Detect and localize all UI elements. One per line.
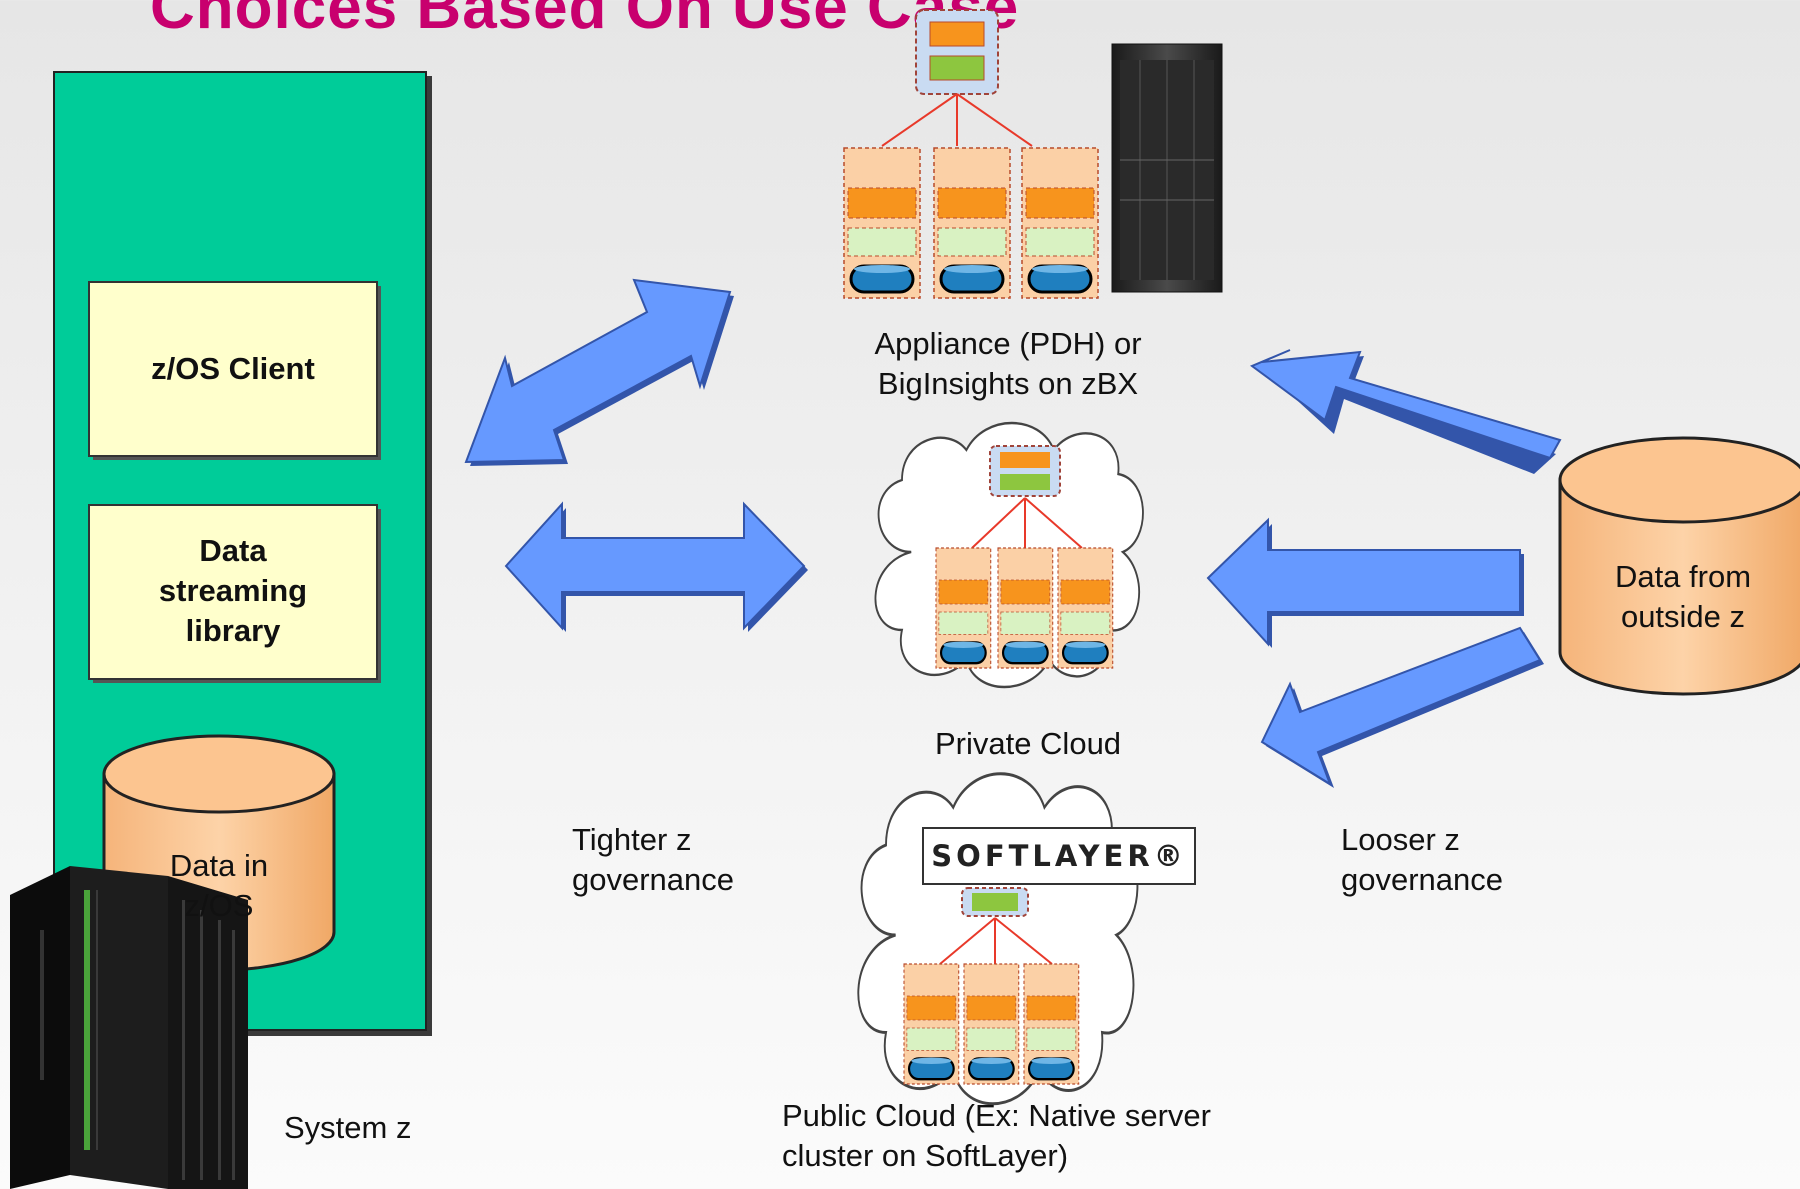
private-cloud-caption: Private Cloud (934, 726, 1122, 761)
zos-client-label: z/OS Client (151, 351, 315, 386)
zos-client-box (88, 281, 381, 460)
arrow-outside-to-private-cloud (1206, 517, 1524, 648)
tighter-governance-label: Tighter z governance (572, 822, 735, 897)
public-cloud (856, 772, 1139, 1106)
system-z-caption: System z (284, 1110, 412, 1145)
private-cloud (874, 421, 1145, 689)
server-rack-icon (1111, 43, 1223, 293)
data-from-outside-cylinder (1558, 436, 1800, 696)
data-streaming-label: Data streaming library (158, 533, 308, 648)
public-cloud-caption: Public Cloud (Ex: Native server cluster … (782, 1098, 1211, 1173)
appliance-cluster (842, 9, 1100, 300)
mainframe-icon (10, 866, 248, 1189)
data-in-zos-label: Data in z/OS (169, 848, 269, 923)
arrow-appliance-double (464, 278, 734, 466)
page-title: Choices Based On Use Case (150, 0, 1020, 42)
appliance-caption: Appliance (PDH) or BigInsights on zBX (874, 326, 1142, 401)
data-streaming-box (88, 504, 381, 683)
arrow-outside-to-public-cloud (1260, 626, 1544, 788)
softlayer-logo: SOFTLAYER® (922, 827, 1196, 885)
data-from-outside-label: Data from outside z (1614, 559, 1752, 634)
looser-governance-label: Looser z governance (1341, 822, 1504, 897)
arrow-private-cloud-double (504, 501, 808, 632)
arrow-outside-to-appliance (1249, 349, 1562, 474)
